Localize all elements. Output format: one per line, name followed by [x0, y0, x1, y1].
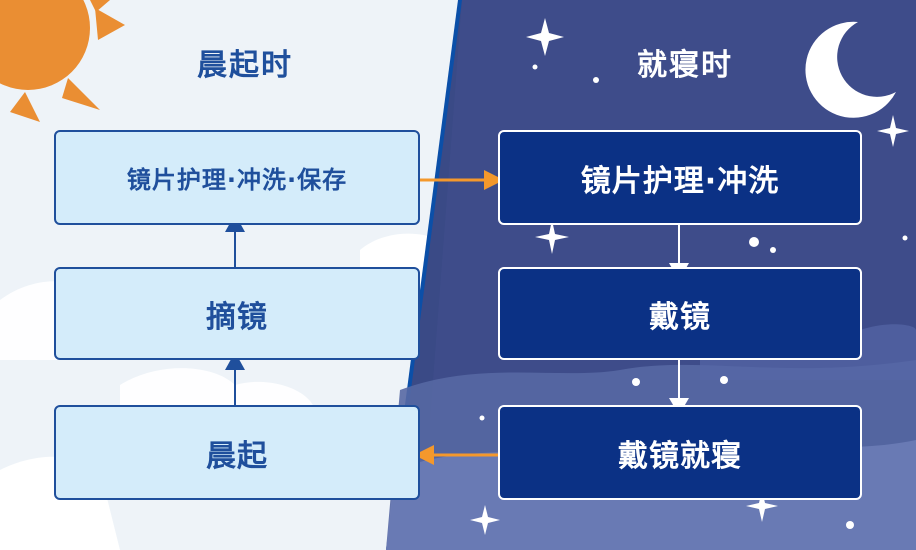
morning-step-wake-up: 晨起 — [54, 405, 420, 500]
night-title: 就寝时 — [565, 40, 805, 84]
morning-step-care-label: 镜片护理·冲洗·保存 — [127, 160, 347, 195]
night-step-care: 镜片护理·冲洗 — [498, 130, 862, 225]
morning-step-remove-lens-label: 摘镜 — [206, 292, 268, 336]
night-step-wear-lens: 戴镜 — [498, 267, 862, 360]
night-step-care-label: 镜片护理·冲洗 — [581, 156, 779, 200]
morning-step-remove-lens: 摘镜 — [54, 267, 420, 360]
morning-step-wake-up-label: 晨起 — [206, 431, 268, 475]
night-step-sleep-label: 戴镜就寝 — [618, 431, 742, 475]
morning-step-care: 镜片护理·冲洗·保存 — [54, 130, 420, 225]
morning-title: 晨起时 — [125, 40, 365, 84]
night-step-wear-lens-label: 戴镜 — [649, 292, 711, 336]
night-step-sleep: 戴镜就寝 — [498, 405, 862, 500]
